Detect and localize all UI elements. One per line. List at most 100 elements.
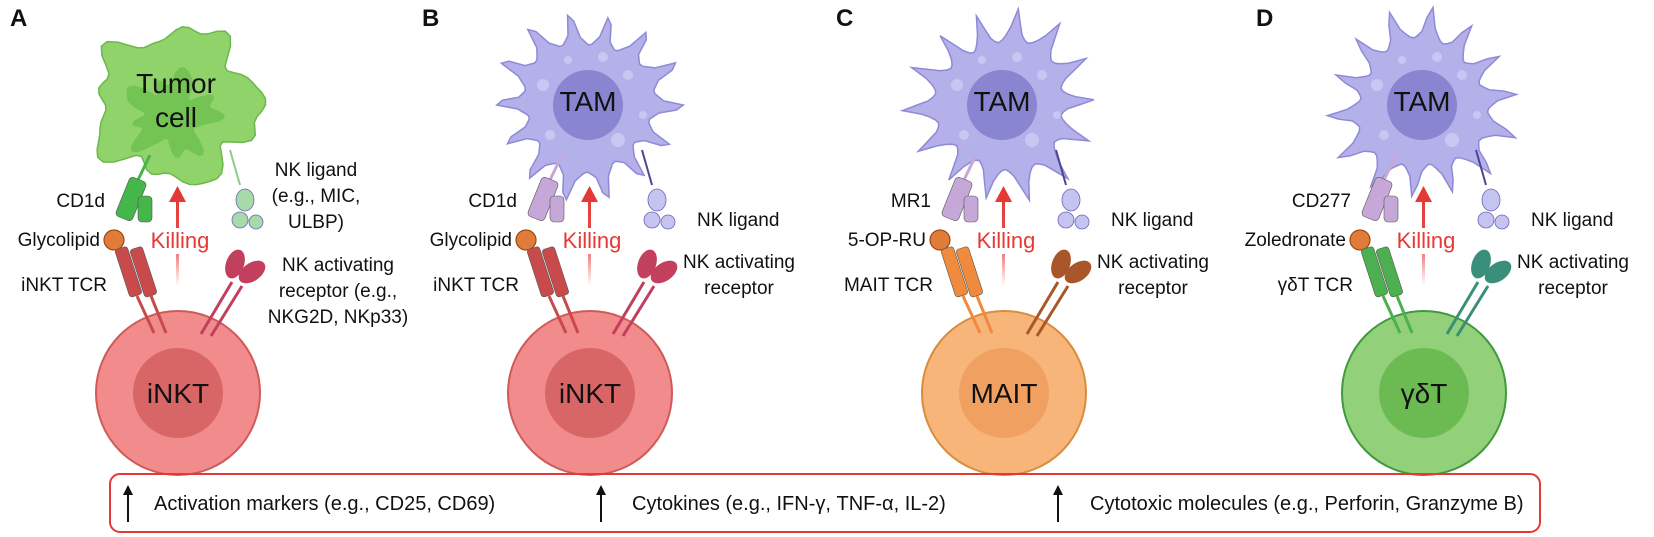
- nk-receptor-label: NK activating: [1097, 252, 1209, 273]
- tcr-chain: [130, 246, 157, 298]
- tcr-chain: [941, 246, 968, 298]
- nk-ligand-label: NK ligand: [697, 210, 779, 231]
- target-cell-label: TAM: [973, 86, 1030, 117]
- target-cell-label: TAM: [559, 86, 616, 117]
- nk-receptor-label: receptor: [1538, 278, 1608, 299]
- legend-box: Activation markers (e.g., CD25, CD69) Cy…: [109, 473, 1541, 533]
- presenting-label: MR1: [891, 191, 931, 212]
- panel-letter: B: [422, 5, 439, 32]
- legend-item-activation: Activation markers (e.g., CD25, CD69): [123, 485, 495, 522]
- nk-receptor-label: NK activating: [1517, 252, 1629, 273]
- legend-item-cytokines: Cytokines (e.g., IFN-γ, TNF-α, IL-2): [596, 485, 946, 522]
- target-cell-label: TAM: [1393, 86, 1450, 117]
- effector-cell-label: MAIT: [971, 378, 1038, 409]
- nk-receptor-complex: NK ligand NK activating receptor: [1445, 149, 1629, 337]
- nk-activating-receptor: [1471, 249, 1491, 279]
- tcr-complex: MR1 5-OP-RU MAIT TCR: [844, 154, 994, 334]
- nk-ligand: [1481, 188, 1501, 212]
- tcr-chain: [1376, 246, 1403, 298]
- effector-cell-label: iNKT: [147, 378, 209, 409]
- effector-cell: MAIT: [921, 310, 1087, 476]
- nk-ligand-label: ULBP): [288, 212, 344, 233]
- antigen-label: 5-OP-RU: [848, 230, 926, 251]
- tam-cell: TAM: [899, 6, 1095, 204]
- killing-label: Killing: [977, 228, 1036, 253]
- tcr-label: iNKT TCR: [21, 275, 107, 296]
- nk-receptor-label: receptor: [1118, 278, 1188, 299]
- nk-activating-receptor: [225, 249, 245, 279]
- antigen-label: Glycolipid: [18, 230, 100, 251]
- killing-arrow: Killing: [969, 186, 1041, 286]
- panel-letter: C: [836, 5, 853, 32]
- nk-receptor-complex: NK ligand (e.g., MIC, ULBP) NK activating re…: [199, 149, 408, 337]
- nk-ligand-label: (e.g., MIC,: [272, 186, 361, 207]
- killing-label: Killing: [151, 228, 210, 253]
- nk-ligand-label: NK ligand: [1531, 210, 1613, 231]
- effector-cell: iNKT: [507, 310, 673, 476]
- nk-receptor-complex: NK ligand NK activating receptor: [1025, 149, 1209, 337]
- nk-ligand-label: NK ligand: [1111, 210, 1193, 231]
- arrow-up-icon: [581, 186, 598, 202]
- nk-ligand-label: NK ligand: [275, 160, 357, 181]
- presenting-label: CD1d: [468, 191, 517, 212]
- nk-ligand: [235, 188, 255, 212]
- effector-cell-label: γδT: [1401, 378, 1448, 409]
- antigen-label: Glycolipid: [430, 230, 512, 251]
- presenting-label: CD1d: [56, 191, 105, 212]
- nk-receptor-label: receptor (e.g.,: [279, 281, 397, 302]
- antigen-molecule: [1349, 229, 1371, 251]
- tam-cell: TAM: [1325, 5, 1520, 199]
- presenting-label: CD277: [1292, 191, 1351, 212]
- nk-activating-receptor: [1051, 249, 1071, 279]
- target-cell-label: Tumor: [136, 68, 216, 99]
- tcr-chain: [542, 246, 569, 298]
- nk-receptor-label: NK activating: [683, 252, 795, 273]
- effector-cell-label: iNKT: [559, 378, 621, 409]
- antigen-molecule: [515, 229, 537, 251]
- legend-border: [109, 473, 1541, 533]
- antigen-label: Zoledronate: [1245, 230, 1346, 251]
- panel-c: C TAM MAIT Killing MR1 5-OP-RU MAIT TCR NK liga…: [836, 5, 1209, 476]
- nk-ligand: [647, 188, 667, 212]
- panel-letter: A: [10, 5, 27, 32]
- legend-text-activation: Activation markers (e.g., CD25, CD69): [154, 493, 495, 515]
- tcr-label: γδT TCR: [1278, 275, 1353, 296]
- legend-item-cytotoxic: Cytotoxic molecules (e.g., Perforin, Gra…: [1053, 485, 1523, 522]
- tcr-chain: [115, 246, 142, 298]
- arrow-up-icon: [169, 186, 186, 202]
- killing-arrow: Killing: [1389, 186, 1461, 286]
- nk-receptor-label: NKG2D, NKp33): [268, 307, 408, 328]
- tam-cell: TAM: [495, 13, 686, 202]
- arrow-up-icon: [995, 186, 1012, 202]
- target-cell-label-2: cell: [155, 102, 197, 133]
- tcr-chain: [956, 246, 983, 298]
- nk-receptor-label: NK activating: [282, 255, 394, 276]
- antigen-molecule: [103, 229, 125, 251]
- legend-text-cytotoxic: Cytotoxic molecules (e.g., Perforin, Gra…: [1090, 493, 1523, 515]
- nk-receptor-label: receptor: [704, 278, 774, 299]
- killing-label: Killing: [563, 228, 622, 253]
- nk-ligand: [1061, 188, 1081, 212]
- nk-receptor-complex: NK ligand NK activating receptor: [611, 149, 795, 337]
- killing-arrow: Killing: [555, 186, 627, 286]
- panel-letter: D: [1256, 5, 1273, 32]
- killing-label: Killing: [1397, 228, 1456, 253]
- tcr-chain: [527, 246, 554, 298]
- tcr-label: iNKT TCR: [433, 275, 519, 296]
- effector-cell: iNKT: [95, 310, 261, 476]
- antigen-molecule: [929, 229, 951, 251]
- nk-activating-receptor: [637, 249, 657, 279]
- killing-arrow: Killing: [143, 186, 215, 286]
- tcr-label: MAIT TCR: [844, 275, 933, 296]
- arrow-up-icon: [1415, 186, 1432, 202]
- legend-text-cytokines: Cytokines (e.g., IFN-γ, TNF-α, IL-2): [632, 493, 946, 515]
- effector-cell: γδT: [1341, 310, 1507, 476]
